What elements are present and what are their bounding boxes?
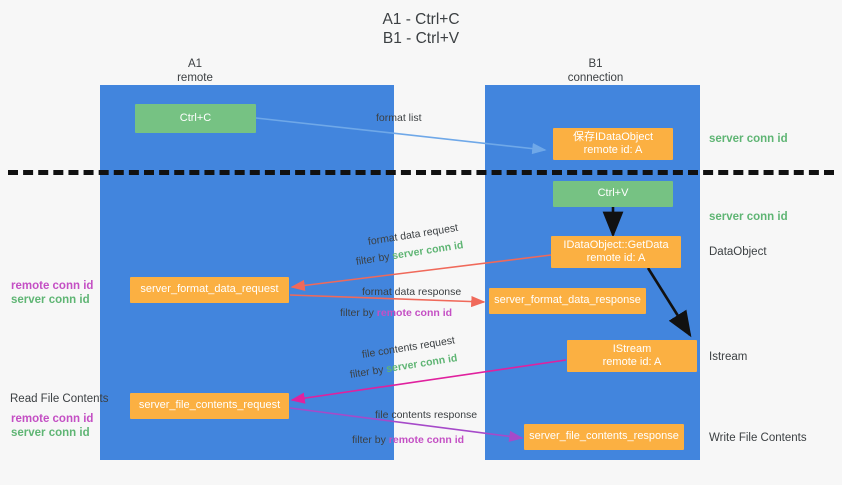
title-line-1: A1 - Ctrl+C — [382, 11, 460, 28]
box-save-idataobject-line2: remote id: A — [583, 144, 643, 156]
lane-header-a1: A1 remote — [150, 57, 240, 85]
box-save-idataobject-line1: 保存IDataObject — [572, 130, 654, 143]
box-server-file-contents-response-label: server_file_contents_response — [529, 430, 679, 443]
label-file-contents-response: file contents response — [375, 409, 478, 421]
label-server-conn-id-mid: server conn id — [709, 211, 788, 223]
lane-a1-name: A1 — [187, 58, 203, 70]
box-server-format-data-response[interactable]: server_format_data_response — [489, 288, 646, 314]
lane-header-b1: B1 connection — [548, 57, 643, 85]
box-server-file-contents-request-label: server_file_contents_request — [138, 399, 281, 412]
box-idataobject-getdata[interactable]: IDataObject::GetData remote id: A — [551, 236, 681, 268]
label-write-file-contents: Write File Contents — [709, 432, 807, 444]
lane-b1-sub: connection — [567, 72, 624, 84]
lane-b1-name: B1 — [588, 58, 603, 70]
box-server-format-data-response-label: server_format_data_response — [494, 294, 641, 307]
box-server-file-contents-request[interactable]: server_file_contents_request — [130, 393, 289, 419]
label-format-list: format list — [376, 112, 422, 124]
label-server-conn-id-2: server conn id — [11, 427, 90, 439]
box-ctrl-c-label: Ctrl+C — [179, 111, 212, 124]
box-server-file-contents-response[interactable]: server_file_contents_response — [524, 424, 684, 450]
label-file-contents-response-filter: filter by remote conn id — [352, 433, 464, 447]
lane-a1-sub: remote — [177, 72, 213, 84]
box-istream[interactable]: IStream remote id: A — [567, 340, 697, 372]
box-getdata-line1: IDataObject::GetData — [563, 238, 669, 251]
label-dataobject: DataObject — [709, 246, 767, 258]
box-server-format-data-request[interactable]: server_format_data_request — [130, 277, 289, 303]
label-server-conn-id-1: server conn id — [11, 294, 90, 306]
section-divider — [8, 170, 834, 175]
filter-value: remote conn id — [388, 434, 465, 446]
filter-value: remote conn id — [376, 307, 453, 319]
box-ctrl-c[interactable]: Ctrl+C — [135, 104, 256, 133]
box-getdata-line2: remote id: A — [586, 252, 646, 264]
page-title: A1 - Ctrl+C B1 - Ctrl+V — [0, 10, 842, 48]
box-ctrl-v[interactable]: Ctrl+V — [553, 181, 673, 207]
box-server-format-data-request-label: server_format_data_request — [140, 283, 279, 296]
box-istream-line1: IStream — [612, 342, 652, 355]
label-format-data-response-filter: filter by remote conn id — [340, 306, 452, 320]
label-server-conn-id-top: server conn id — [709, 133, 788, 145]
box-save-idataobject[interactable]: 保存IDataObject remote id: A — [553, 128, 673, 160]
label-format-data-response: format data response — [362, 286, 462, 298]
filter-prefix: filter by — [352, 434, 389, 446]
title-line-2: B1 - Ctrl+V — [382, 30, 460, 47]
label-istream: Istream — [709, 351, 748, 363]
filter-prefix: filter by — [340, 307, 377, 319]
label-remote-conn-id-1: remote conn id — [11, 280, 94, 292]
label-read-file-contents: Read File Contents — [10, 393, 109, 405]
label-remote-conn-id-2: remote conn id — [11, 413, 94, 425]
box-ctrl-v-label: Ctrl+V — [597, 187, 629, 200]
box-istream-line2: remote id: A — [602, 356, 662, 368]
